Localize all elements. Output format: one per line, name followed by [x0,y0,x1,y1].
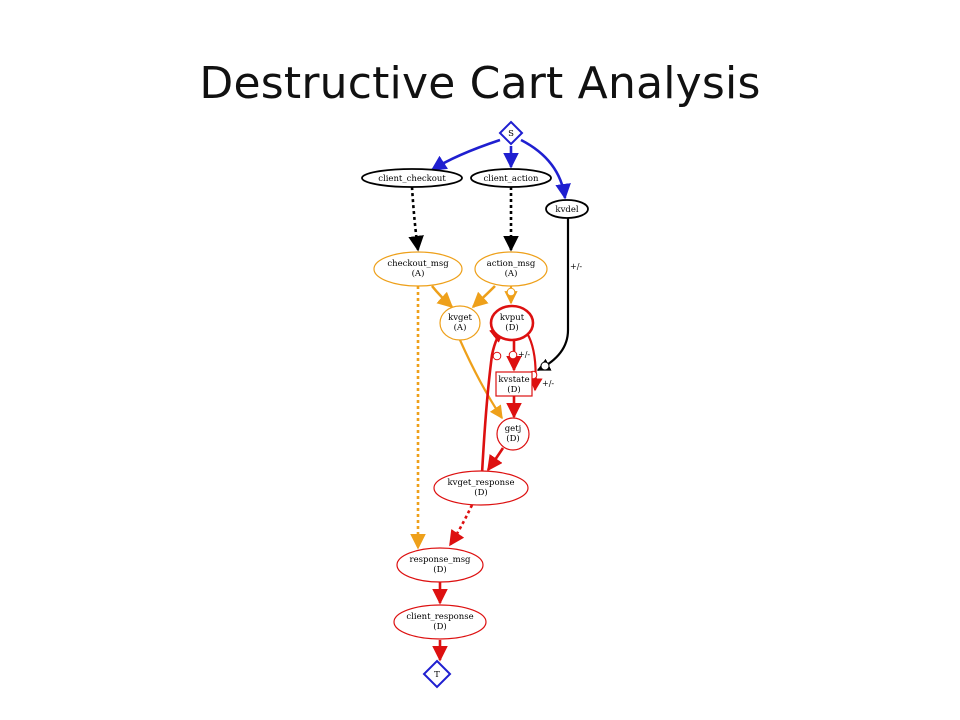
svg-text:kvstate: kvstate [498,375,529,385]
edge-client-checkout-checkout-msg [408,186,424,252]
edge-kvput-kvstate-side [526,332,543,392]
edge-s-client-checkout [430,138,501,172]
node-client-action: client_action [470,168,552,188]
node-response-msg: response_msg (D) [396,547,484,583]
node-s: S [498,120,524,146]
svg-text:(D): (D) [474,487,487,498]
edge-kvdel-kvstate [536,218,570,371]
svg-text:kvget: kvget [448,313,472,323]
edge-getj-kvget-response [486,447,505,472]
svg-text:(A): (A) [412,268,425,279]
edge-label-kvput: +/- [518,350,530,359]
svg-text:(A): (A) [454,322,467,333]
edge-label-kvstate: +/- [542,379,554,388]
edge-checkout-msg-kvget [430,285,454,309]
node-getj: getj (D) [496,417,530,451]
node-kvget-response: kvget_response (D) [433,470,529,506]
node-kvdel: kvdel [545,199,589,219]
svg-text:S: S [508,129,514,139]
svg-text:checkout_msg: checkout_msg [387,259,449,269]
edge-action-msg-kvget [471,285,496,309]
node-client-checkout: client_checkout [361,168,463,188]
svg-text:kvput: kvput [500,313,525,323]
svg-text:(D): (D) [506,433,519,444]
edge-s-kvdel [520,138,571,200]
node-action-msg: action_msg (A) [474,251,548,287]
node-checkout-msg: checkout_msg (A) [373,251,463,287]
node-kvput: kvput (D) [489,304,535,342]
svg-text:getj: getj [505,424,522,434]
svg-text:T: T [434,670,440,680]
node-client-response: client_response (D) [393,604,487,640]
node-kvstate: kvstate (D) [495,371,533,397]
svg-text:(A): (A) [505,268,518,279]
svg-text:(D): (D) [507,384,520,395]
svg-text:kvget_response: kvget_response [448,478,515,488]
node-kvget: kvget (A) [439,305,481,341]
node-t: T [422,659,452,689]
svg-text:(D): (D) [433,621,446,632]
edge-kvget-getj [458,339,503,420]
svg-text:response_msg: response_msg [410,555,472,565]
svg-text:(D): (D) [505,322,518,333]
svg-text:client_response: client_response [406,612,473,622]
svg-text:action_msg: action_msg [487,259,536,269]
svg-text:kvdel: kvdel [555,205,578,215]
edge-label-kvdel: +/- [570,262,582,271]
edge-kvget-response-response-msg [448,504,474,547]
slide-title: Destructive Cart Analysis [199,58,761,109]
svg-text:client_action: client_action [484,174,539,184]
svg-text:client_checkout: client_checkout [378,174,446,184]
svg-text:(D): (D) [433,564,446,575]
